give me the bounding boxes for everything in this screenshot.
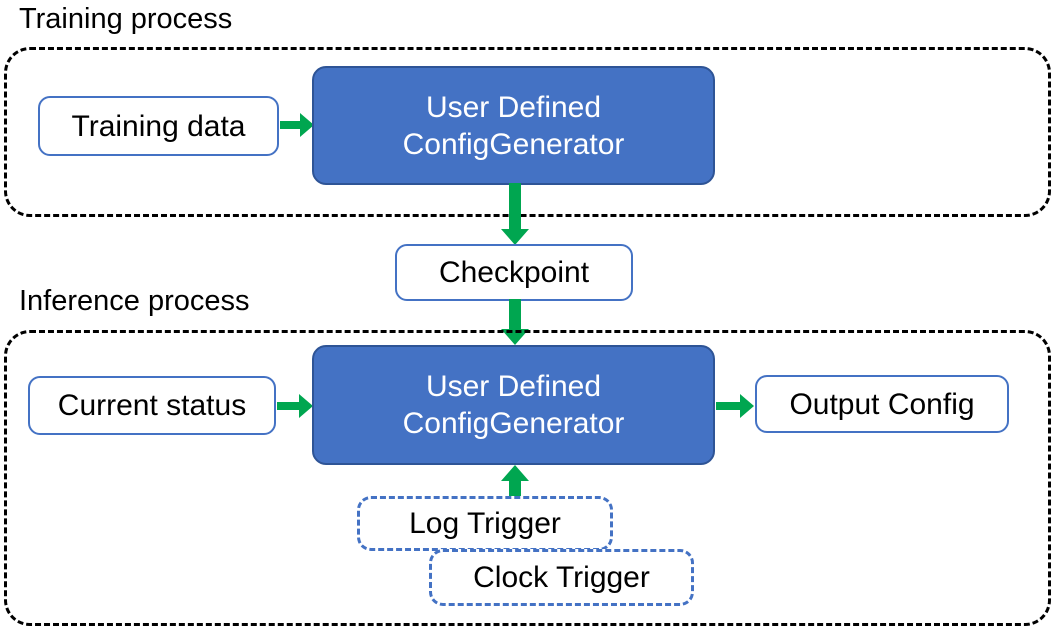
inference-config-generator-box[interactable]: User Defined ConfigGenerator [312,345,715,465]
arrow-generator-to-output-config [716,391,756,421]
training-generator-line1: User Defined [425,90,602,124]
inference-generator-line2: ConfigGenerator [402,407,625,440]
training-config-generator-box[interactable]: User Defined ConfigGenerator [312,66,715,185]
training-generator-line2: ConfigGenerator [402,127,625,161]
arrow-checkpoint-to-inference-generator [498,299,532,347]
training-data-box[interactable]: Training data [38,96,279,156]
arrow-training-data-to-generator [280,110,316,140]
inference-process-container [4,330,1051,626]
log-trigger-box[interactable]: Log Trigger [357,496,613,551]
current-status-box[interactable]: Current status [28,376,276,435]
clock-trigger-box[interactable]: Clock Trigger [429,549,694,606]
training-process-title: Training process [19,3,233,35]
arrow-generator-to-checkpoint [498,183,532,247]
inference-generator-line1: User Defined [425,370,602,403]
output-config-box[interactable]: Output Config [755,375,1009,433]
arrow-current-status-to-generator [277,391,315,421]
training-process-container [4,47,1051,217]
checkpoint-box[interactable]: Checkpoint [395,244,633,301]
arrow-triggers-to-generator [498,465,532,501]
inference-process-title: Inference process [19,285,250,317]
